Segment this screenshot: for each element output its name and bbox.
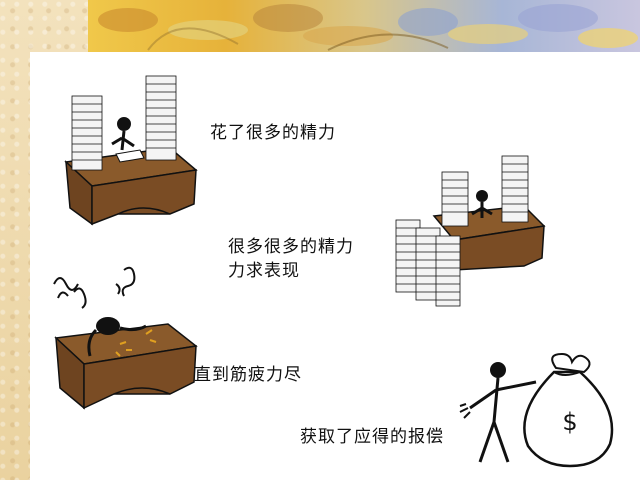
decorative-banner: [88, 0, 640, 52]
caption-spent-effort: 花了很多的精力: [210, 123, 336, 143]
caption-much-more-effort: 很多很多的精力: [228, 237, 354, 257]
stick-figure-icon: [459, 362, 537, 463]
money-bag-icon: $: [459, 352, 614, 468]
caption-until-exhausted: 直到筋疲力尽: [194, 365, 302, 385]
exhausted-worker-icon: [53, 266, 198, 410]
caption-deserved-reward: 获取了应得的报偿: [300, 427, 444, 447]
desk-worker-icon: [64, 75, 198, 226]
dollar-sign: $: [562, 408, 577, 436]
caption-strive-to-perform: 力求表现: [228, 261, 300, 281]
paper-stack-icon: [395, 155, 546, 307]
